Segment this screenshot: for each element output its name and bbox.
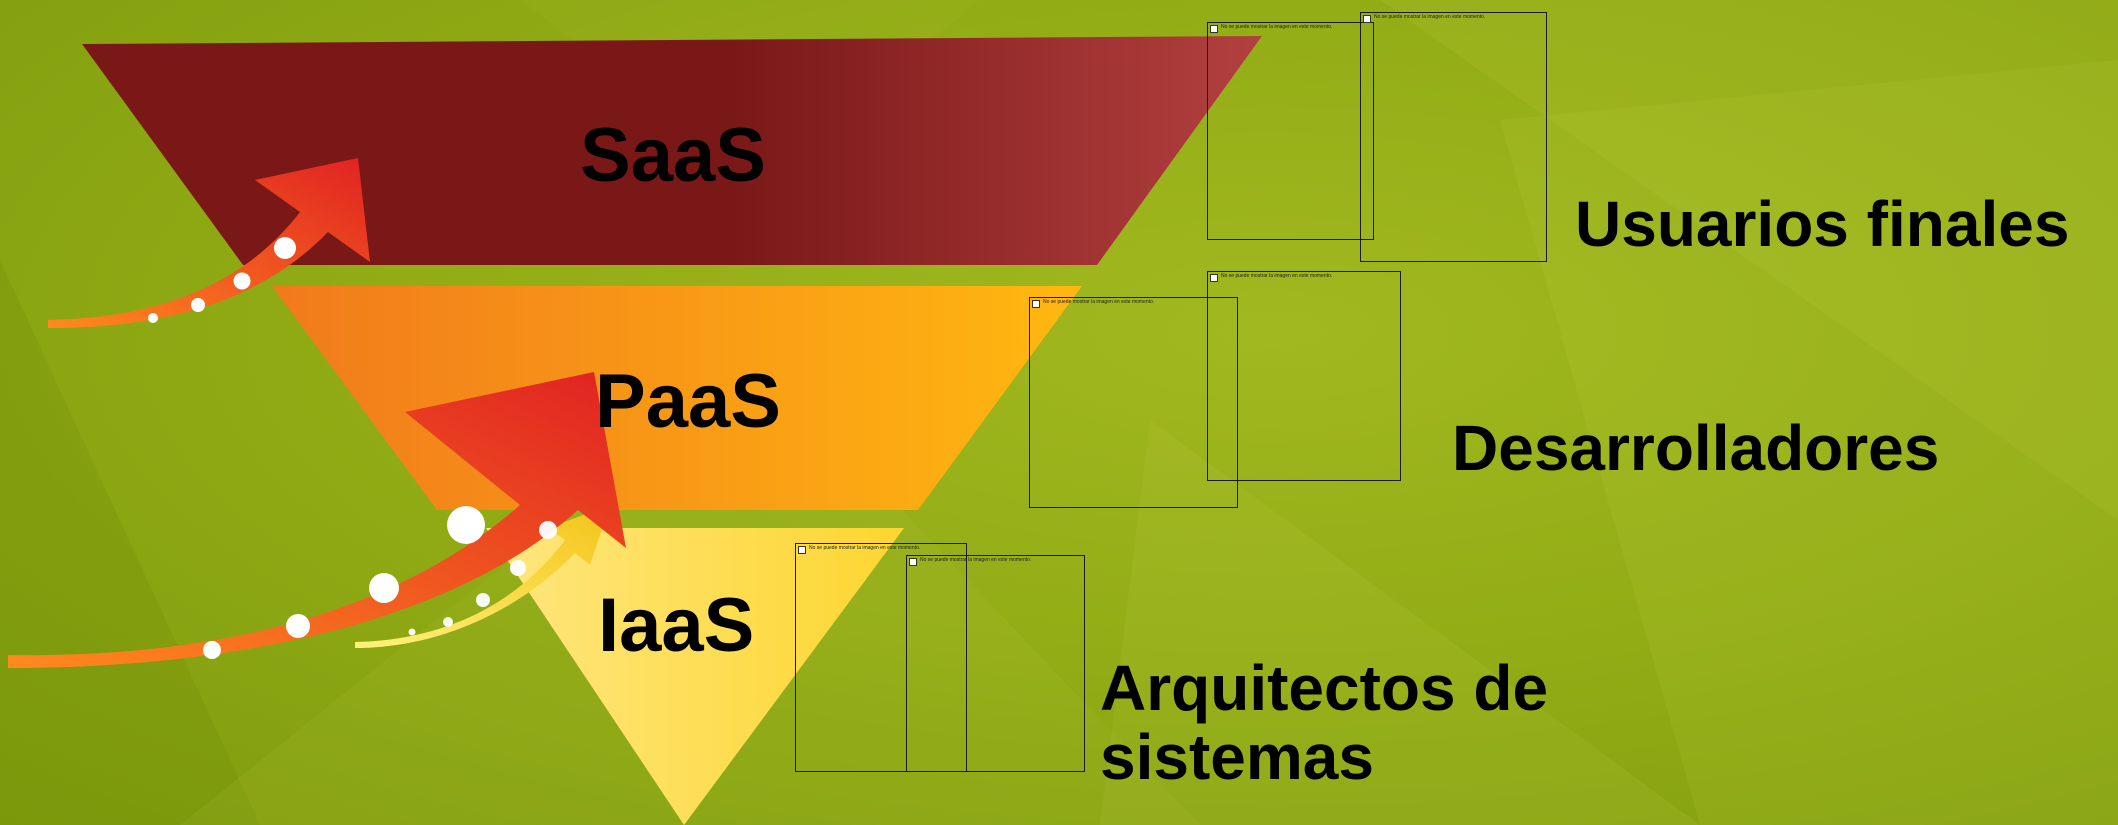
layer-label-paas: PaaS (595, 359, 781, 444)
arrow-yellow-icon (355, 505, 610, 648)
broken-image-icon (1032, 300, 1040, 308)
broken-image-icon (909, 558, 917, 566)
arrow-upper-dots (148, 237, 296, 323)
broken-image-icon (1210, 25, 1218, 33)
broken-image-icon (798, 546, 806, 554)
image-placeholder: No se puede mostrar la imagen en este mo… (795, 543, 967, 772)
audience-label-end-users: Usuarios finales (1575, 188, 2070, 260)
audience-label-developers: Desarrolladores (1452, 412, 1940, 484)
image-placeholder: No se puede mostrar la imagen en este mo… (1360, 12, 1547, 262)
image-placeholder: No se puede mostrar la imagen en este mo… (1207, 271, 1401, 481)
image-placeholder: No se puede mostrar la imagen en este mo… (906, 555, 1085, 772)
broken-image-icon (1210, 274, 1218, 282)
arrow-upper-icon (48, 158, 370, 328)
image-placeholder: No se puede mostrar la imagen en este mo… (1207, 22, 1374, 240)
layer-label-iaas: IaaS (598, 583, 755, 668)
arrow-lower-dots (203, 506, 485, 659)
image-placeholder: No se puede mostrar la imagen en este mo… (1029, 297, 1238, 508)
saas-band (82, 36, 1262, 265)
audience-label-system-architects: Arquitectos de sistemas (1100, 652, 1549, 794)
iaas-band (486, 528, 904, 825)
broken-image-icon (1363, 15, 1371, 23)
arrow-yellow-dots (408, 521, 557, 636)
layer-label-saas: SaaS (580, 113, 766, 198)
arrow-lower-icon (8, 372, 626, 668)
